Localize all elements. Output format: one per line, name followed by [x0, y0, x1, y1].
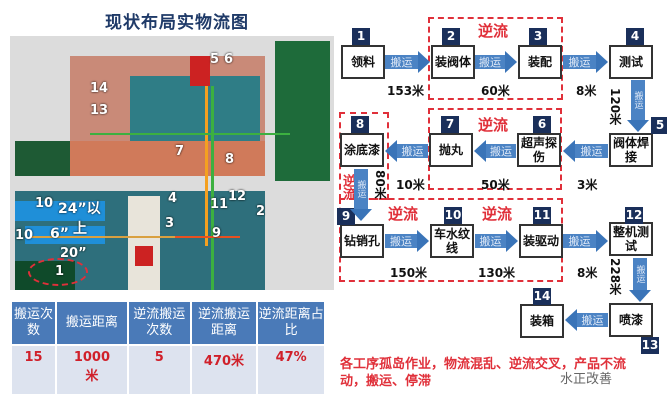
- step-number: 14: [533, 288, 551, 305]
- photo-label: 14: [90, 81, 109, 96]
- table-cell: 1000米: [55, 344, 129, 396]
- photo-label: 13: [90, 103, 109, 118]
- photo-label: 9: [212, 226, 222, 241]
- photo-label: 6: [224, 52, 234, 67]
- step-number: 5: [651, 117, 667, 134]
- distance-label: 8米: [576, 84, 597, 98]
- distance-label: 50米: [481, 178, 510, 192]
- reverse-flow-label: 逆流: [388, 205, 419, 223]
- table-header: 搬运次数: [9, 300, 58, 346]
- distance-label: 153米: [387, 84, 425, 98]
- step-box: 钻销孔: [340, 224, 384, 258]
- step-number: 7: [441, 116, 459, 133]
- distance-label: 60米: [481, 84, 510, 98]
- table-cell: 15: [9, 344, 58, 396]
- distance-label: 130米: [478, 266, 516, 280]
- photo-label: 1: [55, 264, 65, 279]
- photo-label: 4: [168, 191, 178, 206]
- step-number: 4: [626, 28, 644, 45]
- transport-arrow: 搬运: [385, 140, 428, 162]
- photo-label: 11: [210, 197, 229, 212]
- table-header: 搬运距离: [55, 300, 129, 346]
- transport-arrow: 搬运: [565, 309, 608, 331]
- photo-label: 6”: [50, 226, 69, 242]
- table-cell: 470米: [189, 344, 259, 396]
- step-box: 测试: [609, 45, 653, 79]
- table-header: 逆流距离占比: [256, 300, 326, 346]
- transport-arrow: 搬运: [629, 258, 651, 302]
- step-box: 装阀体: [431, 45, 475, 79]
- photo-label: 10: [35, 196, 54, 211]
- distance-label: 228米: [608, 258, 622, 296]
- step-number: 10: [444, 207, 462, 224]
- reverse-flow-label: 逆流: [340, 174, 355, 200]
- step-box: 装箱: [520, 304, 564, 338]
- step-box: 装驱动: [519, 224, 563, 258]
- photo-label: 12: [228, 189, 247, 204]
- transport-arrow: 搬运: [563, 140, 608, 162]
- reverse-flow-label: 逆流: [478, 22, 509, 40]
- table-cell: 5: [126, 344, 192, 396]
- transport-arrow: 搬运: [563, 230, 608, 252]
- photo-label: 5: [210, 52, 220, 67]
- photo-label: 3: [165, 216, 175, 231]
- reverse-flow-label: 逆流: [482, 205, 513, 223]
- step-number: 8: [351, 116, 369, 133]
- step-number: 1: [352, 28, 370, 45]
- step-number: 12: [625, 207, 643, 224]
- transport-arrow: 搬运: [474, 140, 516, 162]
- step-number: 6: [533, 116, 551, 133]
- reverse-flow-label: 逆流: [478, 116, 509, 134]
- step-box: 车水纹线: [430, 224, 474, 258]
- step-box: 领料: [341, 45, 385, 79]
- step-number: 13: [641, 337, 659, 354]
- distance-label: 10米: [396, 178, 425, 192]
- summary-note: 各工序孤岛作业，物流混乱、逆流交叉，产品不流动，搬运、停滞: [340, 357, 627, 389]
- transport-arrow: 搬运: [350, 169, 372, 221]
- distance-label: 8米: [577, 266, 598, 280]
- table-cell: 47%: [256, 344, 326, 396]
- transport-arrow: 搬运: [475, 230, 518, 252]
- photo-label: 8: [225, 152, 235, 167]
- step-number: 11: [533, 207, 551, 224]
- transport-arrow: 搬运: [563, 51, 608, 73]
- transport-arrow: 搬运: [385, 230, 429, 252]
- photo-label: 2: [256, 204, 266, 219]
- step-number: 2: [442, 28, 460, 45]
- photo-label: 7: [175, 144, 185, 159]
- step-box: 超声探伤: [517, 133, 561, 167]
- distance-label: 120米: [608, 88, 622, 126]
- step-box: 抛丸: [429, 133, 473, 167]
- step-box: 整机测试: [609, 222, 653, 256]
- watermark: 水正改善: [560, 372, 613, 387]
- stats-table: 搬运次数 搬运距离 逆流搬运次数 逆流搬运距离 逆流距离占比 15 1000米 …: [9, 300, 326, 396]
- step-box: 装配: [518, 45, 562, 79]
- layout-photo: 5 6 14 13 7 8 4 12 11 2 3 9 10 10 24”以 上…: [10, 36, 334, 290]
- distance-label: 150米: [390, 266, 428, 280]
- distance-label: 3米: [577, 178, 598, 192]
- step-box: 涂底漆: [340, 133, 384, 167]
- table-header: 逆流搬运距离: [189, 300, 259, 346]
- photo-label: 上: [73, 221, 87, 237]
- page-title: 现状布局实物流图: [105, 13, 249, 33]
- step-box: 喷漆: [609, 303, 653, 337]
- photo-label: 24”以: [58, 201, 101, 217]
- photo-label: 10: [15, 228, 34, 243]
- step-number: 3: [529, 28, 547, 45]
- distance-label: 80米: [373, 170, 387, 199]
- transport-arrow: 搬运: [385, 51, 430, 73]
- photo-label: 20”: [60, 246, 87, 261]
- step-box: 阀体焊接: [609, 133, 653, 167]
- table-header: 逆流搬运次数: [126, 300, 192, 346]
- transport-arrow: 搬运: [475, 51, 517, 73]
- transport-arrow: 搬运: [627, 80, 649, 132]
